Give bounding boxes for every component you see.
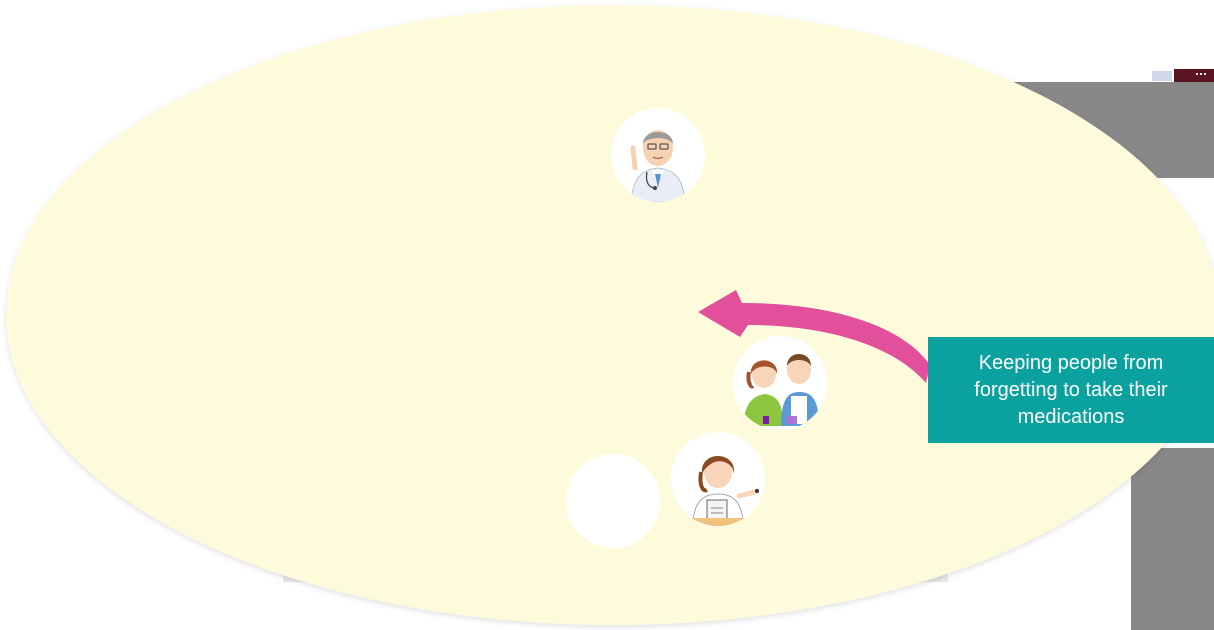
- callout-text: Keeping people from forgetting to take t…: [951, 350, 1191, 431]
- pharmacist-icon: [671, 432, 765, 526]
- callout-box: Keeping people from forgetting to take t…: [928, 337, 1214, 443]
- doctor-icon: [611, 108, 705, 202]
- blank-circle: [566, 454, 660, 548]
- family-icon: [733, 336, 827, 430]
